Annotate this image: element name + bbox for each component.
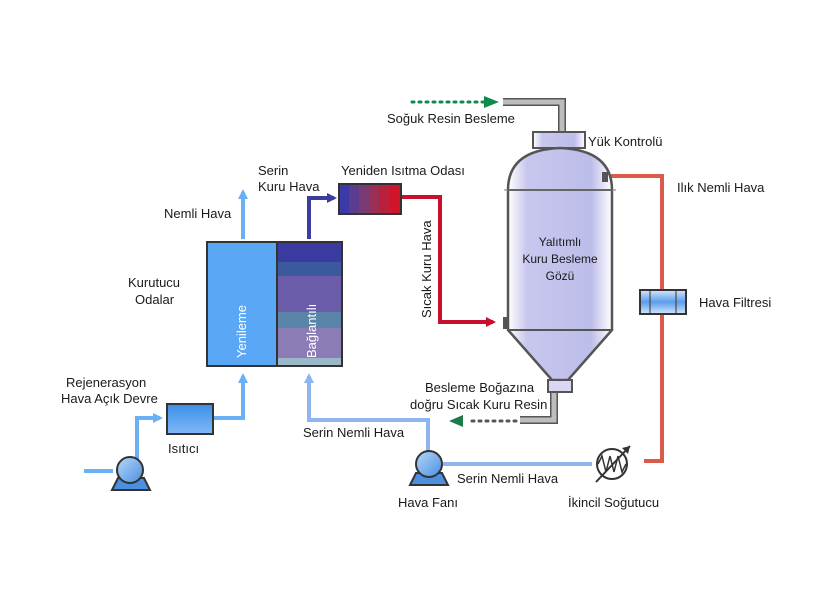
- fan-to-connected-line: [304, 373, 430, 451]
- insulated-dry-feed-hopper: [503, 131, 616, 393]
- heater: [166, 403, 214, 435]
- label-hopper-2: Kuru Besleme: [522, 252, 598, 266]
- label-regen-open-1: Rejenerasyon: [66, 375, 146, 390]
- label-hot-resin-2: doğru Sıcak Kuru Resin: [410, 397, 547, 412]
- regen-pump-to-heater-line: [135, 413, 163, 460]
- label-cool-humid-air-bottom: Serin Nemli Hava: [457, 471, 559, 486]
- label-reheat-chamber: Yeniden Isıtma Odası: [341, 163, 465, 178]
- label-warm-humid-air: Ilık Nemli Hava: [677, 180, 765, 195]
- label-load-control: Yük Kontrolü: [588, 134, 662, 149]
- label-hot-dry-air: Sıcak Kuru Hava: [419, 220, 434, 318]
- label-hopper-1: Yalıtımlı: [539, 235, 581, 249]
- reheat-chamber: [338, 183, 402, 215]
- secondary-cooler-icon: [595, 445, 631, 483]
- label-humid-air: Nemli Hava: [164, 206, 232, 221]
- dryer-chambers: [206, 241, 343, 367]
- label-air-fan: Hava Fanı: [398, 495, 458, 510]
- label-cool-dry-air-2: Kuru Hava: [258, 179, 320, 194]
- label-dryer-chambers-2: Odalar: [135, 292, 175, 307]
- regen-pump-icon: [110, 456, 152, 491]
- label-dryer-chambers-1: Kurutucu: [128, 275, 180, 290]
- resin-feed-arrowhead: [484, 96, 499, 108]
- connected-chamber: [276, 241, 343, 367]
- label-regen-open-2: Hava Açık Devre: [61, 391, 158, 406]
- heater-to-regen-line: [213, 373, 248, 420]
- regeneration-chamber: [206, 241, 278, 367]
- air-fan-icon: [408, 450, 450, 486]
- label-hot-resin-1: Besleme Boğazına: [425, 380, 535, 395]
- label-heater: Isıtıcı: [168, 441, 199, 456]
- label-regeneration: Yenileme: [234, 305, 249, 358]
- air-filter: [639, 289, 687, 315]
- label-secondary-cooler: İkincil Soğutucu: [568, 495, 659, 510]
- label-cold-resin-feed: Soğuk Resin Besleme: [387, 111, 515, 126]
- label-cool-dry-air-1: Serin: [258, 163, 288, 178]
- warm-humid-air-line: [611, 174, 664, 463]
- label-cool-humid-air-left: Serin Nemli Hava: [303, 425, 405, 440]
- hot-dry-air-line: [401, 195, 496, 327]
- label-air-filter: Hava Filtresi: [699, 295, 771, 310]
- label-connected: Bağlantılı: [304, 304, 319, 358]
- cool-dry-air-line: [307, 193, 337, 239]
- label-hopper-3: Gözü: [546, 269, 575, 283]
